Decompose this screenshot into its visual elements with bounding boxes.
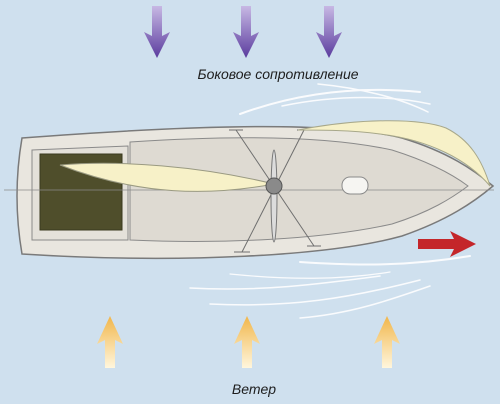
arrow-right-icon <box>418 231 476 257</box>
resistance-arrows <box>144 6 342 58</box>
arrow-down-icon <box>144 6 170 58</box>
hull <box>4 125 495 260</box>
jib <box>297 120 491 187</box>
arrow-up-icon <box>374 316 400 368</box>
mast <box>265 177 283 195</box>
wind-label: Ветер <box>231 381 277 397</box>
spreader <box>270 149 278 243</box>
deck <box>129 137 469 242</box>
arrow-down-icon <box>233 6 259 58</box>
lateral-resistance-label: Боковое сопротивление <box>197 66 359 82</box>
hatch <box>341 176 369 195</box>
arrow-up-icon <box>234 316 260 368</box>
water-flow-lines <box>189 83 471 319</box>
wind-arrows <box>97 316 400 368</box>
arrow-up-icon <box>97 316 123 368</box>
arrow-down-icon <box>316 6 342 58</box>
